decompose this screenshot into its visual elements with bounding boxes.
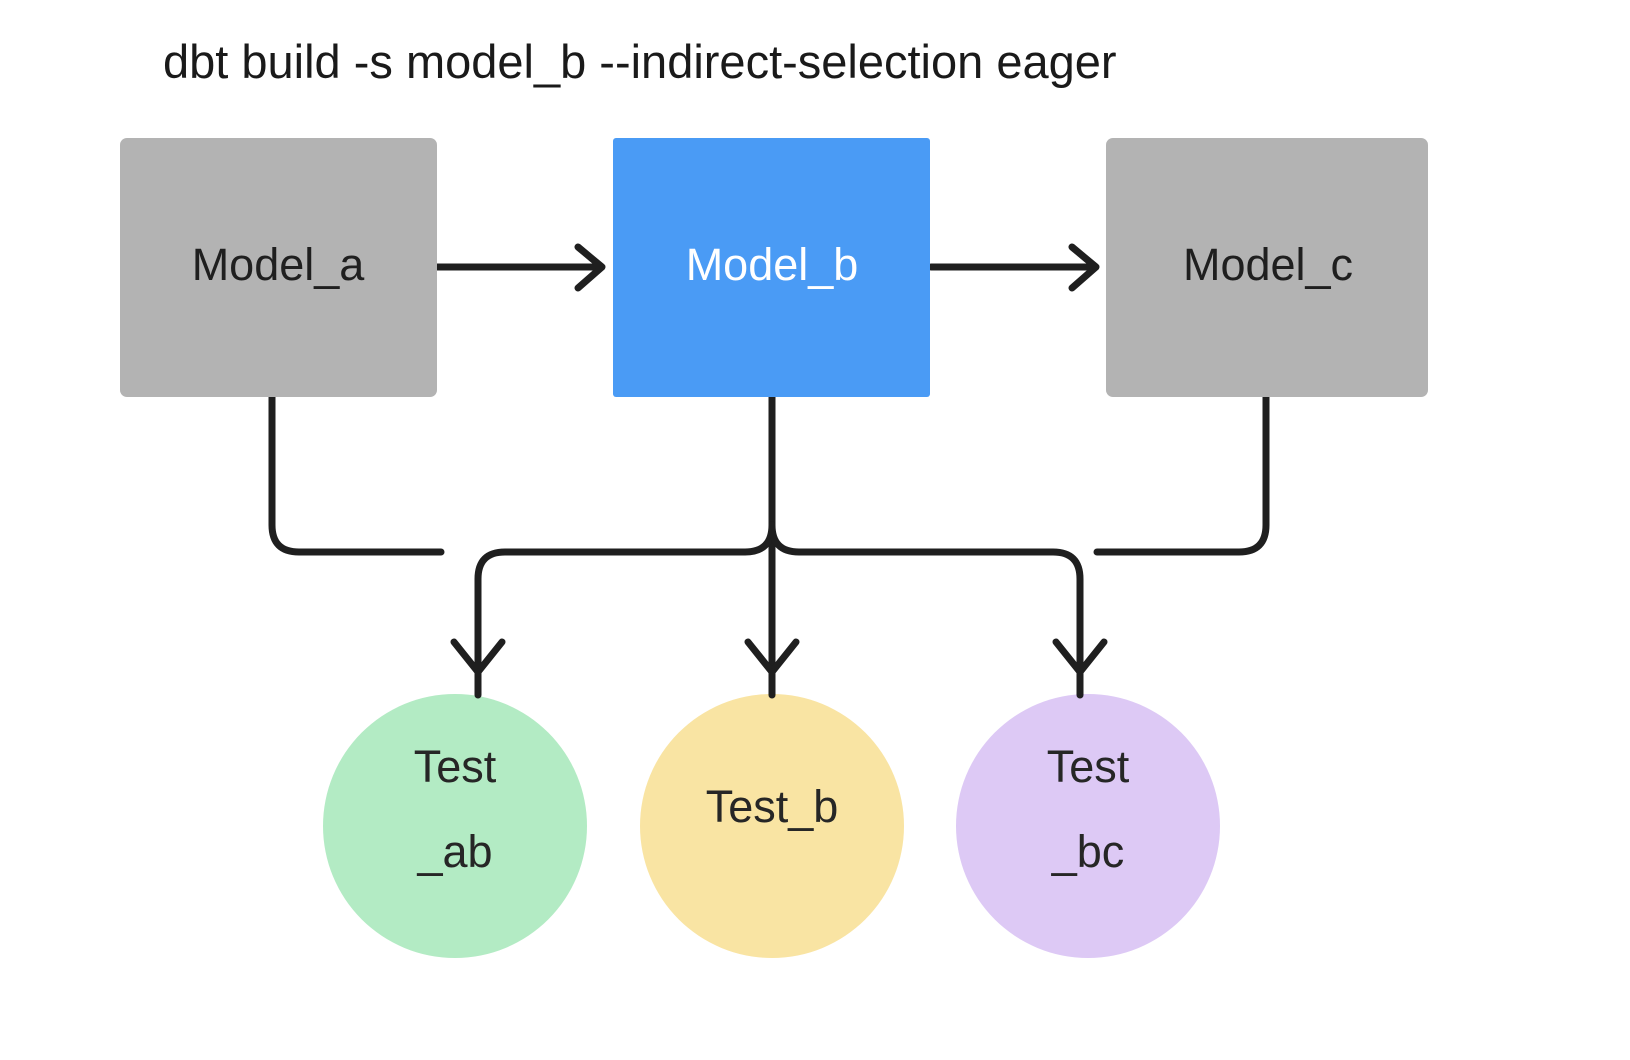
arrow-head-icon	[574, 243, 606, 292]
test-bc-label-line2: _bc	[1051, 826, 1125, 877]
test-bc-label-line1: Test	[1047, 741, 1130, 792]
model-c-label: Model_c	[1183, 239, 1353, 290]
test-ab-circle[interactable]	[323, 694, 587, 958]
edge-model-b-to-test-bc	[768, 521, 1108, 676]
node-test-b[interactable]: Test_b	[640, 694, 904, 958]
node-model-c[interactable]: Model_c	[1106, 138, 1428, 397]
node-test-ab[interactable]: Test _ab	[323, 694, 587, 958]
test-bc-circle[interactable]	[956, 694, 1220, 958]
edge-model-a-to-model-b	[433, 243, 606, 292]
node-model-a[interactable]: Model_a	[120, 138, 437, 397]
edge-model-b-to-model-c	[927, 243, 1100, 292]
model-a-box[interactable]	[120, 138, 437, 397]
edge-model-b-to-test-ab	[450, 521, 776, 676]
edge-line	[268, 393, 445, 556]
edge-model-a-to-test-ab	[268, 393, 445, 556]
arrow-tips-overlay	[474, 668, 1084, 699]
test-ab-label-line1: Test	[414, 741, 497, 792]
model-b-label: Model_b	[686, 239, 859, 290]
test-b-label-line1: Test_b	[706, 781, 839, 832]
edge-line	[768, 521, 1084, 674]
node-model-b[interactable]: Model_b	[613, 138, 930, 397]
model-a-label: Model_a	[192, 239, 366, 290]
model-c-box[interactable]	[1106, 138, 1428, 397]
edge-line	[1093, 393, 1270, 556]
edge-model-c-to-test-bc	[1093, 393, 1270, 556]
edge-line	[474, 521, 776, 674]
diagram-title: dbt build -s model_b --indirect-selectio…	[163, 35, 1117, 88]
arrow-head-icon	[1068, 243, 1100, 292]
test-ab-label-line2: _ab	[416, 826, 492, 877]
model-b-box[interactable]	[613, 138, 930, 397]
node-test-bc[interactable]: Test _bc	[956, 694, 1220, 958]
test-b-circle[interactable]	[640, 694, 904, 958]
